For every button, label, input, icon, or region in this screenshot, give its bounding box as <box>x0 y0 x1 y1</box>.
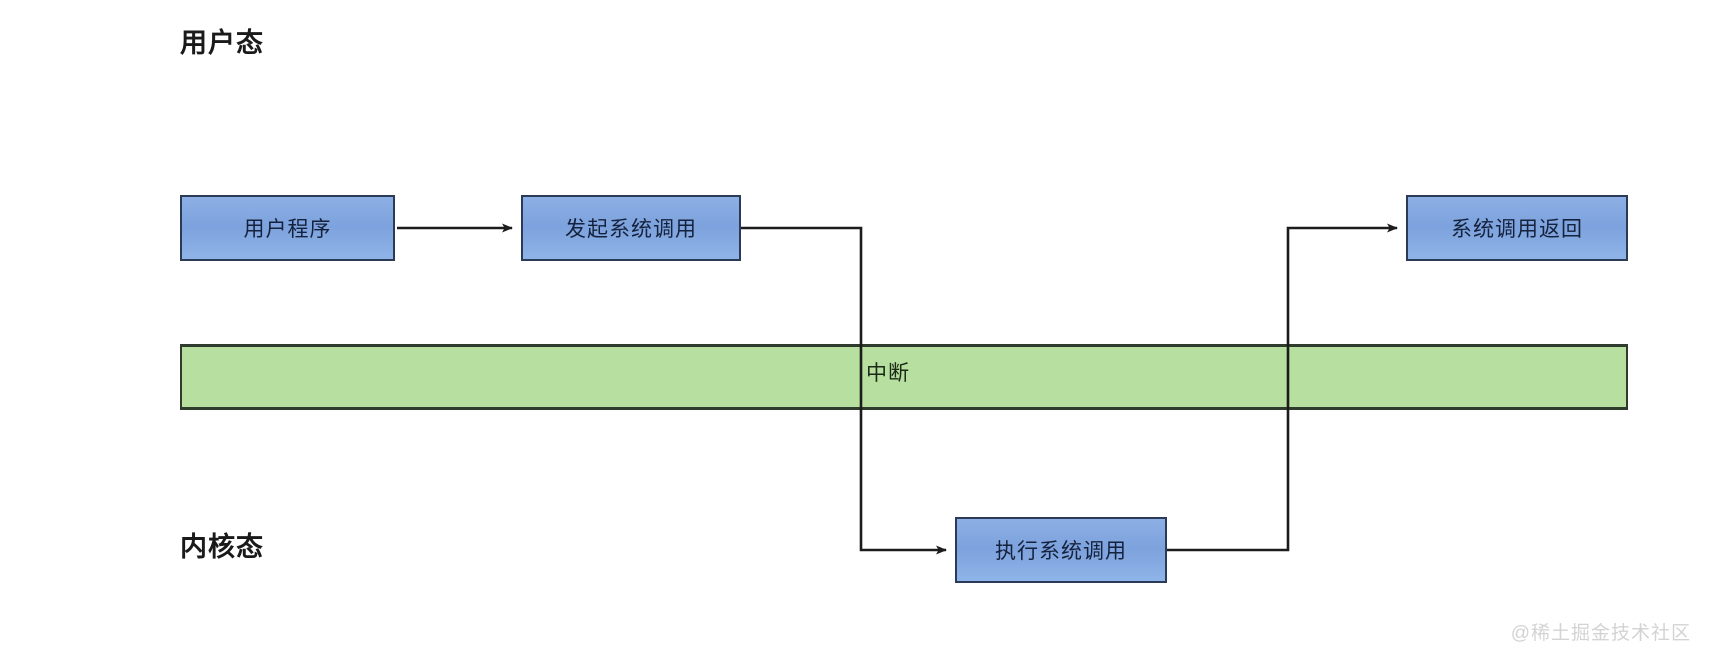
node-execute-syscall-label: 执行系统调用 <box>995 540 1127 563</box>
node-syscall-return-label: 系统调用返回 <box>1451 218 1583 241</box>
node-user-program-label: 用户程序 <box>243 218 332 241</box>
node-syscall-return[interactable]: 系统调用返回 <box>1406 195 1628 261</box>
node-user-program[interactable]: 用户程序 <box>180 195 395 261</box>
node-execute-syscall[interactable]: 执行系统调用 <box>955 517 1167 583</box>
user-mode-label: 用户态 <box>180 28 264 58</box>
interrupt-band-label: 中断 <box>866 362 910 385</box>
watermark: @稀土掘金技术社区 <box>1510 623 1691 644</box>
kernel-mode-label: 内核态 <box>180 532 264 562</box>
node-initiate-syscall-label: 发起系统调用 <box>565 218 697 241</box>
node-initiate-syscall[interactable]: 发起系统调用 <box>521 195 741 261</box>
